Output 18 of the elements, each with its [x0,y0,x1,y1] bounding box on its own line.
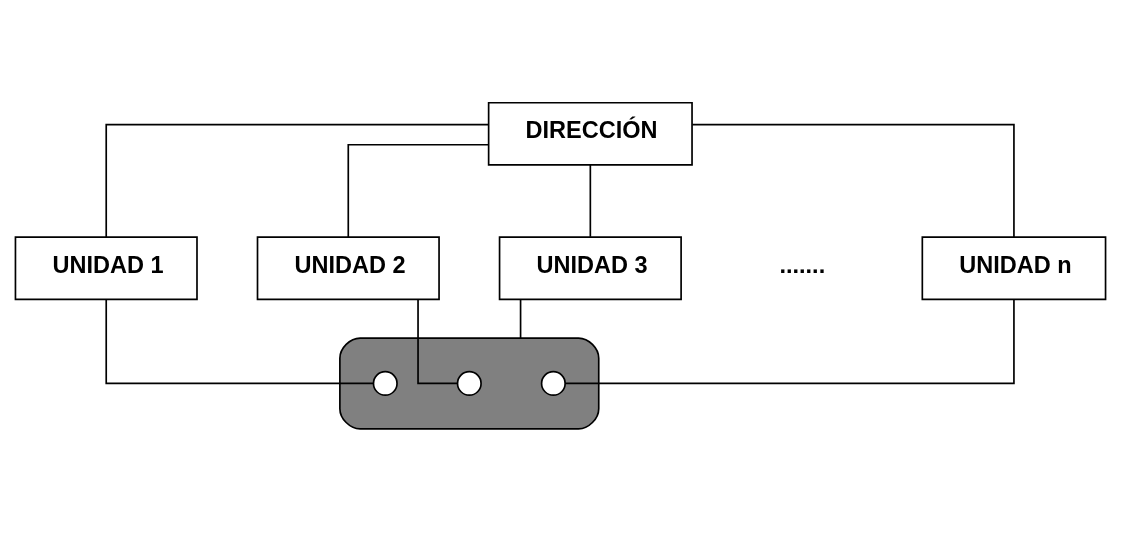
connector [105,298,375,385]
connector [564,298,1015,385]
cluster [339,337,600,430]
connector [417,298,459,385]
label: ....... [779,251,826,278]
connector [105,123,490,238]
connector [589,164,592,238]
node-box: UNIDAD n [921,236,1107,301]
node-box: UNIDAD 3 [498,236,682,301]
node-circle [372,370,398,397]
node-box: DIRECCIÓN [487,101,693,166]
connector [691,123,1015,238]
node-box: UNIDAD 2 [256,236,440,301]
connector [347,143,490,238]
node-circle [456,370,482,397]
node-circle [540,370,566,397]
node-box: UNIDAD 1 [14,236,198,301]
connector [519,298,522,339]
